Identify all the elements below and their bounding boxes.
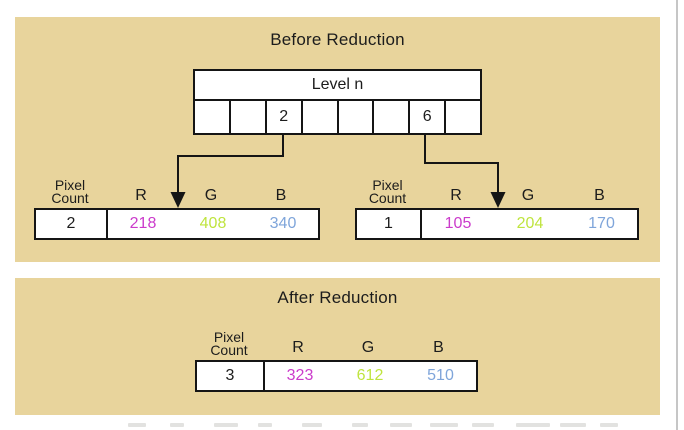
caption-remnant-mark [560,423,586,427]
after-merged-node: Pixel Count R G B 3 323 612 510 [195,325,478,392]
col-header-g: G [361,339,375,356]
caption-remnant-mark [516,423,550,427]
g-sum-value: 612 [356,367,384,384]
level-cell-1 [231,101,267,133]
pixel-count-header: Pixel Count [34,177,106,206]
caption-remnant-mark [430,423,458,427]
right-arrow-head [490,192,506,208]
pixel-count-header-line1: Pixel [54,177,86,193]
pixel-count-header-line2: Count [210,342,248,358]
left-arrow-head [170,192,186,208]
caption-remnant-mark [302,423,322,427]
pixel-count-header-line1: Pixel [213,329,245,345]
left-arrow-line [177,135,284,195]
before-left-node: Pixel Count R G B 2 218 408 340 [34,173,320,240]
r-sum-value: 105 [444,215,472,232]
pixel-count-value: 1 [357,210,422,238]
after-node-header: Pixel Count R G B [195,325,474,358]
cropped-caption-remnant [0,422,684,430]
level-n-cell-row: 2 6 [195,101,480,133]
before-right-node: Pixel Count R G B 1 105 204 170 [355,173,639,240]
before-left-node-table: 2 218 408 340 [34,208,320,240]
b-sum-value: 510 [427,367,454,384]
level-cell-6: 6 [410,101,447,133]
level-n-table: Level n 2 6 [193,69,482,135]
b-sum-value: 170 [588,215,615,232]
col-header-r: R [292,339,304,356]
level-cell-2: 2 [267,101,303,133]
level-n-header: Level n [195,71,480,101]
col-header-g: G [521,187,535,204]
before-right-node-table: 1 105 204 170 [355,208,639,240]
caption-remnant-mark [258,423,272,427]
after-panel-title: After Reduction [277,288,398,307]
before-reduction-panel: Before Reduction Level n 2 6 [15,17,660,262]
pixel-count-header-line2: Count [51,190,89,206]
caption-remnant-mark [390,423,412,427]
caption-remnant-mark [600,423,618,427]
g-sum-value: 204 [516,215,544,232]
before-right-node-header: Pixel Count R G B [355,173,635,206]
level-cell-3 [303,101,339,133]
col-header-b: B [594,187,605,204]
col-header-b: B [433,339,444,356]
right-arrow-line [424,135,499,195]
pixel-count-value: 3 [197,362,265,390]
caption-remnant-mark [128,423,146,427]
g-sum-value: 408 [199,215,227,232]
caption-remnant-mark [472,423,494,427]
r-sum-value: 218 [129,215,157,232]
col-header-b: B [275,187,287,204]
pixel-count-header-line1: Pixel [372,177,403,193]
pixel-count-header: Pixel Count [195,329,263,358]
col-header-r: R [450,187,462,204]
col-header-g: G [204,187,218,204]
before-left-node-header: Pixel Count R G B [34,173,316,206]
pixel-count-header: Pixel Count [355,177,420,206]
level-cell-5 [374,101,411,133]
r-sum-value: 323 [286,367,314,384]
pixel-count-header-line2: Count [368,190,407,206]
page-right-border-line [676,0,678,430]
pointer-arrows [170,135,506,208]
after-node-table: 3 323 612 510 [195,360,478,392]
b-sum-value: 340 [269,215,297,232]
level-cell-0 [195,101,231,133]
pixel-count-value: 2 [36,210,108,238]
caption-remnant-mark [170,423,184,427]
after-reduction-panel: After Reduction Pixel Count R G B 3 323 … [15,278,660,415]
before-panel-title: Before Reduction [270,30,405,49]
level-cell-4 [339,101,375,133]
caption-remnant-mark [352,423,368,427]
caption-remnant-mark [214,423,238,427]
col-header-r: R [135,187,147,204]
